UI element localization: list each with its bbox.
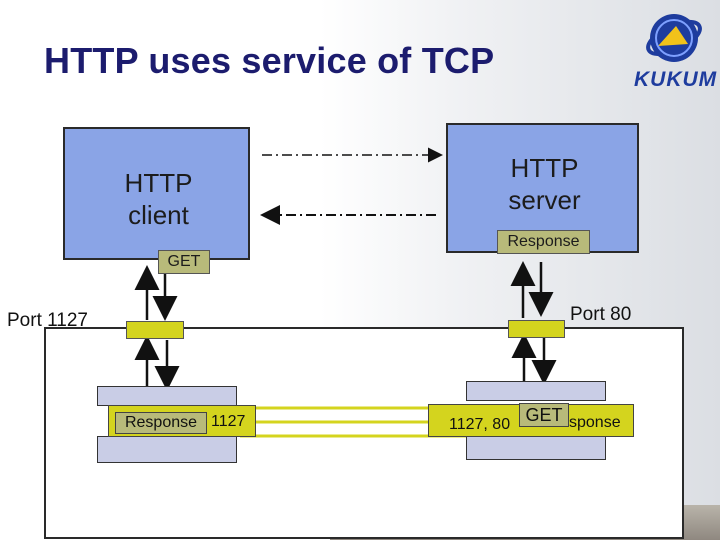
- tcp-client-port-num: 1127: [211, 413, 246, 430]
- client-title-line1: HTTP: [124, 168, 193, 198]
- client-title-line2: client: [128, 200, 189, 230]
- tcp-server-ports: 1127, 80: [449, 416, 511, 433]
- server-title-line2: server: [508, 185, 581, 215]
- port-server-box: [508, 320, 565, 338]
- tcp-server-get-tag: GET: [519, 403, 569, 427]
- tcp-client-response-tag: Response: [115, 412, 207, 434]
- port-server-label: Port 80: [570, 304, 632, 325]
- http-client-box: HTTP client: [63, 127, 250, 260]
- tcp-server-segment: 1127, 80 sponse GET: [428, 403, 634, 437]
- page-title: HTTP uses service of TCP: [44, 40, 495, 81]
- logo: KUKUM: [630, 6, 720, 92]
- get-label: GET: [158, 250, 210, 274]
- tcp-server-box-top: [466, 381, 606, 401]
- tcp-server-box-bottom: [466, 436, 606, 460]
- client-title: HTTP client: [65, 167, 252, 231]
- logo-text: KUKUM: [634, 68, 718, 91]
- globe-emblem-icon: [646, 14, 702, 62]
- port-client-box: [126, 321, 184, 339]
- tcp-client-box-bottom: [97, 436, 237, 463]
- port-client-label: Port 1127: [7, 310, 88, 331]
- tcp-client-segment: Response 1127: [108, 405, 256, 437]
- server-title: HTTP server: [448, 152, 641, 216]
- server-title-line1: HTTP: [510, 153, 579, 183]
- tcp-server-response-tail: sponse: [569, 414, 621, 431]
- response-label: Response: [497, 230, 590, 254]
- tcp-client-box-top: [97, 386, 237, 406]
